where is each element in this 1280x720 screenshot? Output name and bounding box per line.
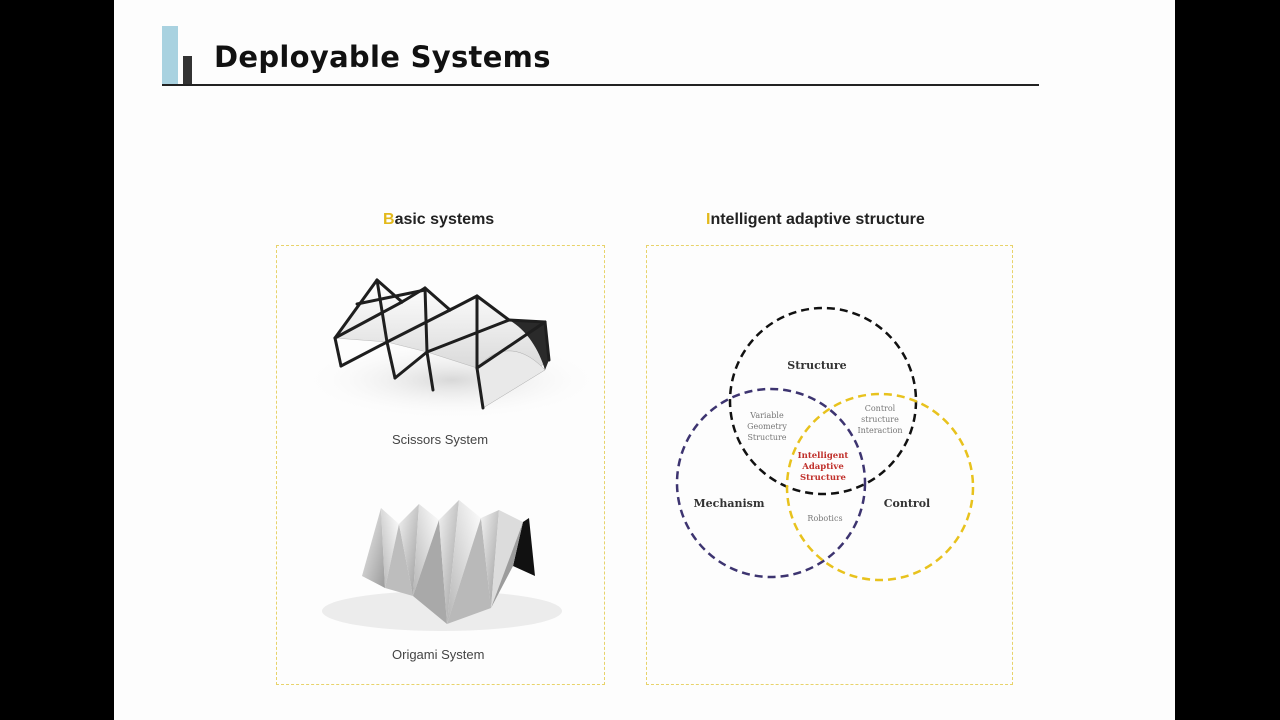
title-divider — [162, 84, 1039, 86]
page-title: Deployable Systems — [214, 40, 551, 74]
basic-systems-panel: Scissors System — [276, 245, 605, 685]
heading-rest: asic systems — [394, 211, 495, 228]
heading-rest: ntelligent adaptive structure — [710, 211, 925, 228]
control-label: Control — [884, 497, 930, 510]
heading-initial: B — [383, 211, 395, 228]
slide: Deployable Systems Basic systems Intelli… — [114, 0, 1175, 720]
overlap-structure-control-line3: Interaction — [857, 426, 902, 435]
origami-system-image — [322, 500, 562, 631]
center-label-line1: Intelligent — [798, 451, 849, 461]
control-circle — [785, 392, 975, 582]
overlap-structure-control-line1: Control — [865, 404, 896, 413]
title-accent-bar-blue — [162, 26, 178, 84]
scissors-system-image — [302, 278, 602, 420]
heading-initial: I — [706, 211, 711, 228]
overlap-structure-mechanism-line1: Variable — [749, 411, 784, 420]
origami-system-caption: Origami System — [392, 647, 485, 662]
intelligent-structure-panel: Structure Mechanism Control Variable Geo… — [646, 245, 1013, 685]
center-label-line3: Structure — [800, 473, 846, 483]
overlap-structure-mechanism-line3: Structure — [747, 433, 786, 442]
overlap-mechanism-control-label: Robotics — [807, 514, 842, 523]
title-accent-bar-dark — [183, 56, 192, 84]
mechanism-label: Mechanism — [693, 497, 764, 510]
center-label-line2: Adaptive — [801, 462, 844, 472]
overlap-structure-control-line2: structure — [861, 415, 899, 424]
basic-systems-heading: Basic systems — [383, 211, 494, 229]
mechanism-circle — [675, 387, 867, 579]
intelligent-structure-heading: Intelligent adaptive structure — [706, 211, 925, 229]
scissors-system-caption: Scissors System — [392, 432, 489, 447]
structure-label: Structure — [787, 359, 846, 372]
venn-diagram: Structure Mechanism Control Variable Geo… — [675, 306, 975, 582]
overlap-structure-mechanism-line2: Geometry — [747, 422, 787, 431]
